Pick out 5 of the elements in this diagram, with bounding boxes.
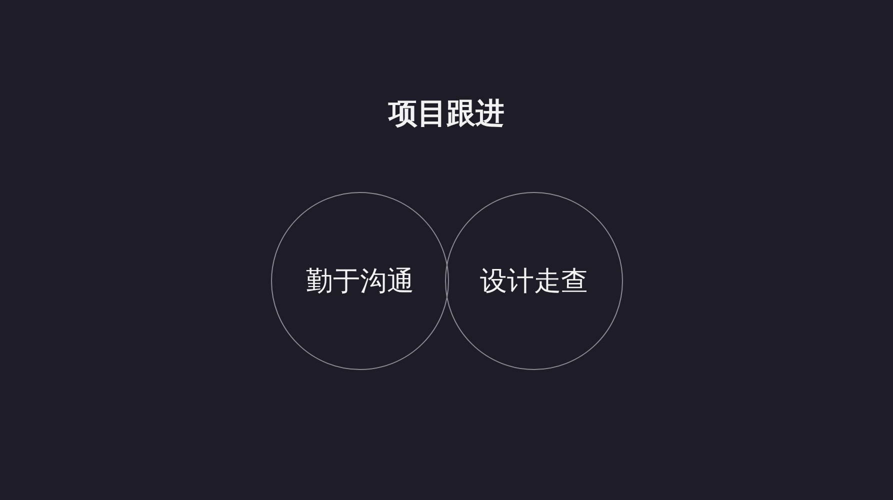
circle-label: 设计走查	[480, 265, 588, 299]
venn-circle	[445, 192, 623, 370]
title: 项目跟进	[387, 95, 506, 132]
circle-label: 勤于沟通	[306, 265, 414, 299]
venn-circle	[271, 192, 449, 370]
